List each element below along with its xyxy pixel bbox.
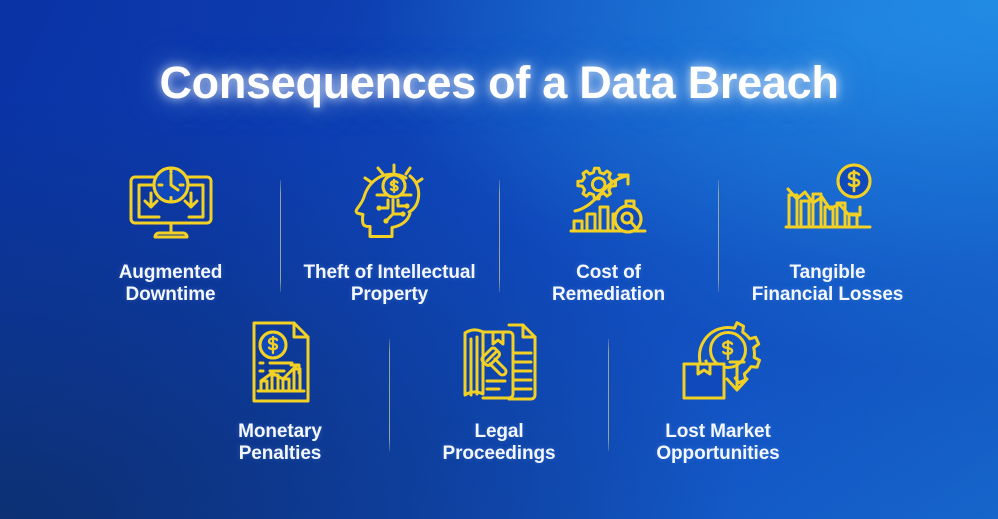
page-title: Consequences of a Data Breach	[159, 57, 839, 108]
divider	[389, 338, 390, 451]
consequence-label: Monetary Penalties	[238, 420, 322, 465]
gear-growth-chart-magnifier-icon	[563, 160, 655, 246]
document-dollar-bar-chart-icon	[240, 319, 320, 405]
consequence-item-cost-of-remediation[interactable]: Cost of Remediation	[500, 160, 718, 307]
consequence-label: Tangible Financial Losses	[751, 262, 904, 306]
consequence-label: Legal Proceedings	[442, 420, 556, 465]
divider	[717, 180, 719, 292]
divider	[608, 338, 609, 451]
monitor-clock-down-arrows-icon	[125, 160, 217, 246]
divider	[279, 180, 281, 292]
law-book-gavel-document-icon	[457, 319, 541, 405]
consequence-item-tangible-financial-losses[interactable]: Tangible Financial Losses	[719, 160, 937, 307]
consequence-label: Augmented Downtime	[118, 262, 223, 306]
consequences-row-2: Monetary Penalties	[0, 319, 998, 466]
consequence-label: Lost Market Opportunities	[656, 420, 780, 465]
declining-bar-chart-dollar-coin-icon	[778, 160, 878, 246]
consequence-item-augmented-downtime[interactable]: Augmented Downtime	[62, 160, 280, 307]
consequence-item-legal-proceedings[interactable]: Legal Proceedings	[390, 319, 608, 466]
gear-dollar-box-down-arrow-icon	[672, 319, 764, 405]
head-brain-dollar-circuit-icon	[344, 160, 436, 246]
consequence-label: Theft of Intellectual Property	[303, 262, 476, 306]
consequence-item-lost-market-opportunities[interactable]: Lost Market Opportunities	[609, 319, 827, 466]
consequences-grid: Augmented Downtime	[0, 160, 998, 466]
divider	[498, 180, 500, 292]
consequence-item-theft-of-intellectual-property[interactable]: Theft of Intellectual Property	[281, 160, 499, 307]
consequence-item-monetary-penalties[interactable]: Monetary Penalties	[171, 319, 389, 466]
consequence-label: Cost of Remediation	[552, 262, 665, 306]
consequences-row-1: Augmented Downtime	[0, 160, 998, 307]
